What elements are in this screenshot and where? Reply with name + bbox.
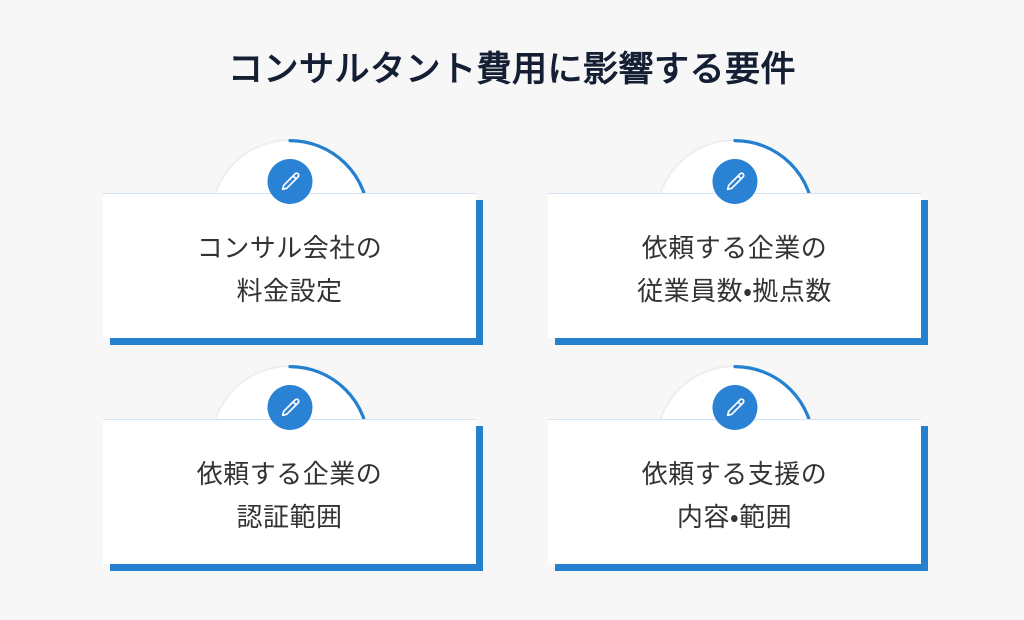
page-title: コンサルタント費用に影響する要件 xyxy=(227,50,796,89)
pencil-icon xyxy=(723,396,747,420)
pencil-icon-badge[interactable] xyxy=(267,159,312,204)
card-label: 依頼する企業の 従業員数・拠点数 xyxy=(637,233,832,306)
card-face: 依頼する支援の 内容・範囲 xyxy=(548,419,921,564)
pencil-icon xyxy=(723,170,747,194)
requirement-card[interactable]: 依頼する企業の 認証範囲 xyxy=(103,365,483,571)
pencil-icon-badge[interactable] xyxy=(267,385,312,430)
card-label: 依頼する企業の 認証範囲 xyxy=(196,459,383,532)
pencil-icon-badge[interactable] xyxy=(712,385,757,430)
requirement-card[interactable]: 依頼する企業の 従業員数・拠点数 xyxy=(548,139,928,345)
card-label: コンサル会社の 料金設定 xyxy=(196,233,383,306)
card-face: 依頼する企業の 従業員数・拠点数 xyxy=(548,193,921,338)
card-label: 依頼する支援の 内容・範囲 xyxy=(641,459,828,532)
card-face: 依頼する企業の 認証範囲 xyxy=(103,419,476,564)
pencil-icon xyxy=(278,396,302,420)
card-face: コンサル会社の 料金設定 xyxy=(103,193,476,338)
pencil-icon-badge[interactable] xyxy=(712,159,757,204)
requirement-card[interactable]: 依頼する支援の 内容・範囲 xyxy=(548,365,928,571)
requirement-card-grid: コンサル会社の 料金設定 依頼する企業の 従業員数・拠点数 xyxy=(103,139,928,571)
requirement-card[interactable]: コンサル会社の 料金設定 xyxy=(103,139,483,345)
pencil-icon xyxy=(278,170,302,194)
